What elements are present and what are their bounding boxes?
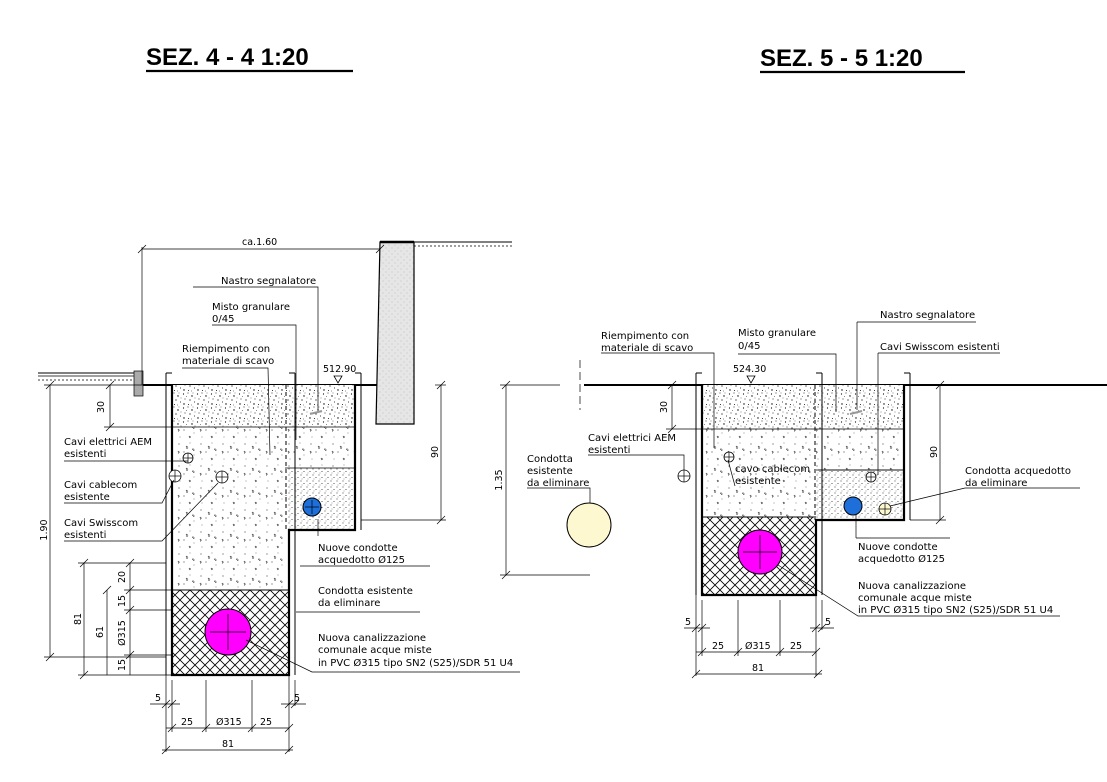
dim-5-b: 5: [294, 693, 300, 704]
dim-135: 1.35: [494, 469, 505, 490]
label-cond-esist-3: da eliminare: [527, 478, 589, 489]
label-aem: Cavi elettrici AEM: [64, 437, 152, 448]
dim-315-v: Ø315: [117, 620, 128, 646]
label-misto-r-2: 0/45: [738, 341, 760, 352]
dim-20: 20: [117, 571, 128, 583]
dim-30-r: 30: [659, 401, 670, 413]
sand-layer: [285, 468, 355, 530]
dim-5-a: 5: [155, 693, 161, 704]
existing-pipe-to-remove: [566, 502, 612, 548]
dim-15-a: 15: [117, 595, 128, 607]
label-nuove-r: Nuove condotte: [858, 542, 938, 553]
label-misto-grade: 0/45: [212, 314, 234, 325]
width-dim: ca.1.60: [242, 237, 277, 248]
dim-190: 1.90: [39, 519, 50, 540]
gravel-layer-r: [702, 385, 904, 429]
dim-25-b: 25: [260, 717, 272, 728]
label-aem-r-2: esistenti: [588, 445, 630, 456]
dim-315-r-h: Ø315: [745, 641, 771, 652]
label-nastro-r: Nastro segnalatore: [880, 310, 975, 321]
elevation-left: 512.90: [323, 364, 356, 375]
label-riempimento-2: materiale di scavo: [182, 356, 274, 367]
gravel-layer: [172, 385, 355, 427]
dim-90: 90: [430, 446, 441, 458]
label-canal-2: comunale acque miste: [318, 645, 432, 656]
label-riempimento-r: Riempimento con: [601, 331, 689, 342]
label-swisscom-2: esistenti: [64, 530, 106, 541]
label-canal-r-2: comunale acque miste: [858, 593, 972, 604]
dim-25-r-a: 25: [712, 641, 724, 652]
section-5-5: 524.30 Riempimento con materiale di scav…: [494, 310, 1107, 679]
label-swisscom: Cavi Swisscom: [64, 518, 138, 529]
label-cond-esist-2: esistente: [527, 466, 573, 477]
label-aem-2: esistenti: [64, 449, 106, 460]
dim-25-r-b: 25: [790, 641, 802, 652]
label-condotta: Condotta esistente: [318, 586, 413, 597]
label-cablecom-r-2: esistente: [735, 476, 781, 487]
label-cablecom: Cavi cablecom: [64, 480, 137, 491]
dim-5-r-b: 5: [825, 617, 831, 628]
label-cond-esist: Condotta: [527, 454, 573, 465]
label-cablecom-2: esistente: [64, 492, 110, 503]
water-pipe-125-r: [843, 496, 863, 516]
sand-layer-r: [816, 470, 904, 520]
label-canal-3: in PVC Ø315 tipo SN2 (S25)/SDR 51 U4: [318, 657, 513, 669]
title-left: SEZ. 4 - 4 1:20: [146, 44, 309, 71]
dim-81-r-h: 81: [752, 663, 764, 674]
label-nuove-2: acquedotto Ø125: [318, 554, 405, 566]
label-canal-r-3: in PVC Ø315 tipo SN2 (S25)/SDR 51 U4: [858, 604, 1053, 616]
label-misto-r: Misto granulare: [738, 328, 816, 339]
label-nuove: Nuove condotte: [318, 543, 398, 554]
label-swisscom-r: Cavi Swisscom esistenti: [880, 342, 1000, 353]
label-canal: Nuova canalizzazione: [318, 633, 426, 644]
label-nuove-r-2: acquedotto Ø125: [858, 553, 945, 565]
dim-315-h: Ø315: [216, 717, 242, 728]
label-cablecom-r: cavo cablecom: [735, 464, 810, 475]
label-riempimento: Riempimento con: [182, 344, 270, 355]
label-acquedotto-r: Condotta acquedotto: [965, 466, 1071, 477]
title-right: SEZ. 5 - 5 1:20: [760, 45, 923, 72]
dim-81-v: 81: [73, 613, 84, 625]
label-riempimento-r-2: materiale di scavo: [601, 343, 693, 354]
dim-30: 30: [96, 401, 107, 413]
section-4-4: 512.90 ca.1.60 Nastro segnalatore Misto …: [38, 237, 520, 755]
dim-90-r: 90: [929, 446, 940, 458]
dim-81-h: 81: [222, 739, 234, 750]
label-condotta-2: da eliminare: [318, 598, 380, 609]
label-nastro: Nastro segnalatore: [221, 276, 316, 287]
dim-61: 61: [95, 626, 106, 638]
dim-5-r-a: 5: [685, 617, 691, 628]
label-misto: Misto granulare: [212, 302, 290, 313]
dim-15-b: 15: [117, 659, 128, 671]
label-acquedotto-r-2: da eliminare: [965, 478, 1027, 489]
backfill-layer-r: [702, 429, 904, 517]
label-canal-r: Nuova canalizzazione: [858, 581, 966, 592]
elevation-right: 524.30: [733, 364, 766, 375]
dim-25-a: 25: [181, 717, 193, 728]
label-aem-r: Cavi elettrici AEM: [588, 433, 676, 444]
